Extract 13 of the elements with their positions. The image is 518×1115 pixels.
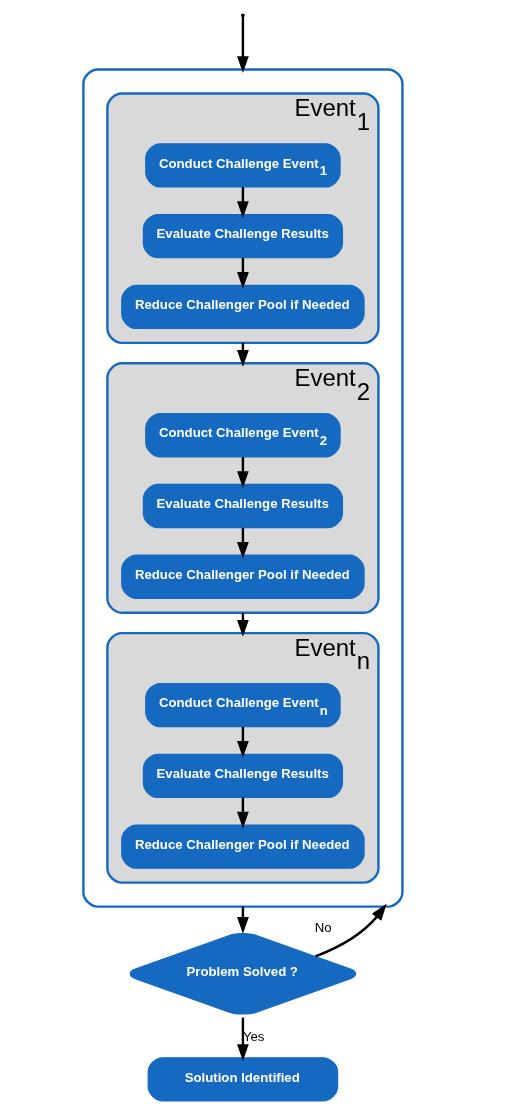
arrow [314,903,387,958]
edge-label: Yes [242,1028,264,1044]
edge-label: No [314,920,332,936]
node-box: Reduce Challenger Pool if Needed [120,284,365,330]
arrow [236,16,249,74]
node-box: Evaluate Challenge Results [142,483,343,529]
arrow [236,1017,249,1062]
node-box: Evaluate Challenge Results [142,753,343,799]
node-box: Evaluate Challenge Results [142,213,343,259]
cluster [81,68,404,908]
node-box: Reduce Challenger Pool if Needed [120,554,365,599]
node-box: Reduce Challenger Pool if Needed [120,824,365,869]
node-box: Solution Identified [147,1057,338,1102]
